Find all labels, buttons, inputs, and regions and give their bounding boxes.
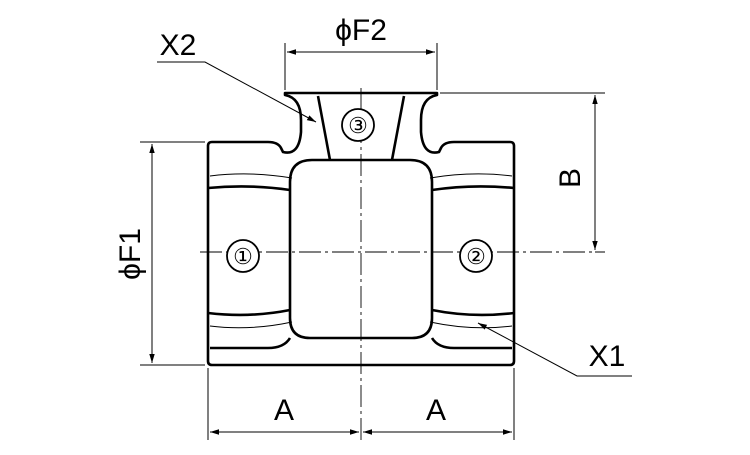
outer-body-outline bbox=[206, 91, 516, 367]
port-2-marker: ② bbox=[459, 239, 493, 273]
dimension-a-left-label: A bbox=[274, 394, 294, 427]
bottom-edge-detail-right bbox=[430, 337, 512, 350]
port-1-marker: ① bbox=[226, 239, 260, 273]
right-bore bbox=[429, 173, 515, 329]
port-3-label: ③ bbox=[348, 113, 368, 138]
callout-x2: X2 bbox=[157, 29, 317, 123]
dimension-a: A A bbox=[207, 368, 515, 440]
dimension-f2-label: ϕF2 bbox=[335, 14, 387, 47]
port-1-label: ① bbox=[233, 244, 253, 269]
dimension-f2: ϕF2 bbox=[284, 14, 438, 90]
top-branch-bore bbox=[316, 95, 406, 161]
dimension-b-label: B bbox=[554, 168, 587, 188]
dimension-a-right-label: A bbox=[426, 394, 446, 427]
left-bore bbox=[207, 173, 293, 329]
callout-x2-label: X2 bbox=[160, 29, 197, 62]
inner-cavity-outline bbox=[288, 158, 434, 340]
callout-x1: X1 bbox=[477, 322, 632, 377]
port-3-marker: ③ bbox=[341, 108, 375, 142]
dimension-b: B bbox=[440, 92, 605, 253]
dimension-f1: ϕF1 bbox=[114, 141, 205, 366]
dimension-f1-label: ϕF1 bbox=[114, 228, 147, 280]
callout-x1-label: X1 bbox=[589, 340, 626, 373]
bottom-edge-detail bbox=[210, 337, 292, 350]
port-2-label: ② bbox=[466, 244, 486, 269]
